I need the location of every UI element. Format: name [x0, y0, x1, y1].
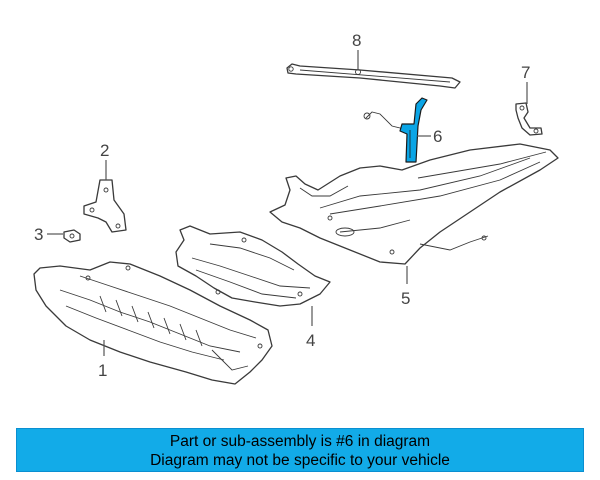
callout-6[interactable]: 6: [433, 127, 442, 146]
part-8-brace[interactable]: [286, 63, 461, 89]
part-4-middle-underbody-panel[interactable]: [175, 225, 331, 307]
parts-diagram: 8 7 6 5 4: [33, 31, 559, 385]
banner-line-1: Part or sub-assembly is #6 in diagram: [169, 433, 431, 450]
callout-1[interactable]: 1: [98, 361, 107, 380]
callout-2[interactable]: 2: [100, 141, 109, 160]
callout-4[interactable]: 4: [306, 331, 315, 350]
part-3-clip[interactable]: [63, 229, 81, 243]
banner-line-2: Diagram may not be specific to your vehi…: [150, 452, 450, 469]
part-7-bracket[interactable]: [515, 102, 543, 136]
callout-7[interactable]: 7: [521, 63, 530, 82]
part-5-rear-underbody-panel[interactable]: [269, 143, 559, 265]
part-6-strut-highlighted[interactable]: [363, 97, 428, 163]
callout-8[interactable]: 8: [352, 31, 361, 50]
callout-5[interactable]: 5: [401, 289, 410, 308]
part-1-front-underbody-shield[interactable]: [33, 261, 273, 385]
part-2-bracket[interactable]: [83, 179, 127, 233]
callout-3[interactable]: 3: [34, 225, 43, 244]
info-banner: Part or sub-assembly is #6 in diagram Di…: [16, 428, 584, 472]
